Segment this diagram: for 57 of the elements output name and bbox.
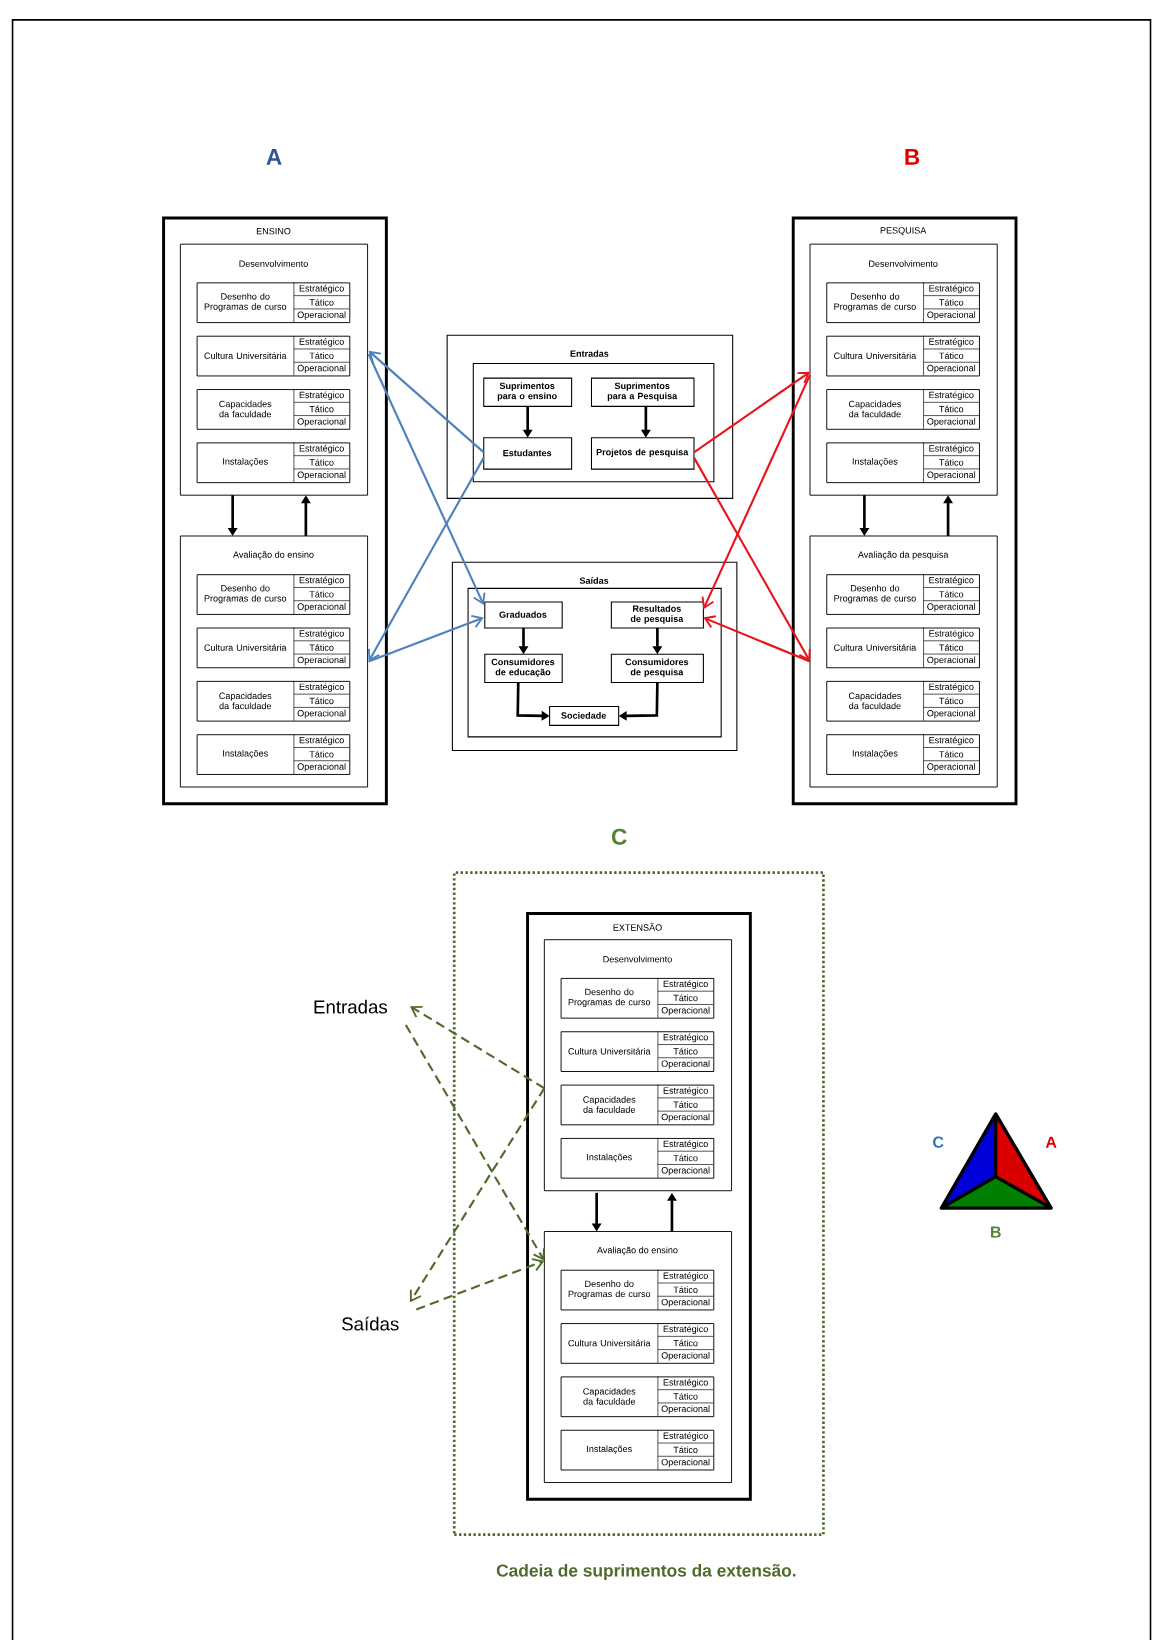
arrow <box>367 353 486 606</box>
triangle-letter: C <box>933 1136 944 1148</box>
section-letter: A <box>266 149 282 165</box>
table-row: Instalações Estratégico Tático Operacional <box>826 733 980 775</box>
table-row: Desenho do Programas de curso Estratégico Tático Operacional <box>196 282 351 324</box>
table-row: Capacidades da faculdade Estratégico Tático Operacional <box>826 388 980 430</box>
side-label: Saídas <box>342 1316 399 1331</box>
arrow <box>409 1087 546 1303</box>
process-box: Consumidores de pesquisa <box>610 653 704 683</box>
table-row: Capacidades da faculdade Estratégico Tático Operacional <box>560 1084 715 1126</box>
arrow <box>368 615 484 663</box>
arrow <box>415 1258 545 1311</box>
arrow <box>693 371 811 454</box>
arrow <box>701 374 812 610</box>
table-row: Capacidades da faculdade Estratégico Tático Operacional <box>826 680 980 722</box>
table-row: Capacidades da faculdade Estratégico Tático Operacional <box>196 680 351 722</box>
process-box: Resultados de pesquisa <box>610 601 704 629</box>
arrow <box>404 1024 545 1261</box>
table-row: Capacidades da faculdade Estratégico Tático Operacional <box>560 1376 715 1418</box>
table-row: Cultura Universitária Estratégico Tático Operacional <box>560 1030 715 1072</box>
process-box: Estudantes <box>483 437 573 470</box>
table-row: Instalações Estratégico Tático Operacional <box>826 442 980 484</box>
inner-box <box>472 362 715 483</box>
table-row: Desenho do Programas de curso Estratégico Tático Operacional <box>826 282 980 324</box>
triangle-letter: B <box>991 1226 1001 1238</box>
process-box: Graduados <box>484 601 563 629</box>
section-letter: B <box>905 149 920 165</box>
table-row: Desenho do Programas de curso Estratégico Tático Operacional <box>560 977 715 1019</box>
caption: Cadeia de suprimentos da extensão. <box>496 1563 796 1581</box>
table-row: Instalações Estratégico Tático Operacional <box>196 733 351 775</box>
arrow <box>368 457 485 662</box>
process-box: Consumidores de educação <box>484 653 563 683</box>
table-row: Desenho do Programas de curso Estratégico Tático Operacional <box>826 573 980 615</box>
table-row: Cultura Universitária Estratégico Tático Operacional <box>196 627 351 669</box>
table-row: Desenho do Programas de curso Estratégico Tático Operacional <box>560 1269 715 1311</box>
table-row: Cultura Universitária Estratégico Tático Operacional <box>826 335 980 377</box>
section-letter: C <box>612 828 627 845</box>
inner-box <box>467 587 722 738</box>
process-box: Projetos de pesquisa <box>591 437 695 470</box>
table-row: Cultura Universitária Estratégico Tático Operacional <box>560 1322 715 1364</box>
arrow <box>368 350 485 454</box>
arrow <box>410 1005 545 1090</box>
side-label: Entradas <box>314 999 388 1014</box>
triangle-letter: A <box>1045 1136 1057 1148</box>
table-row: Desenho do Programas de curso Estratégico Tático Operacional <box>196 573 351 615</box>
arrow <box>693 457 811 662</box>
table-row: Instalações Estratégico Tático Operacional <box>560 1137 715 1179</box>
table-row: Cultura Universitária Estratégico Tático Operacional <box>826 627 980 669</box>
arrow <box>703 615 811 663</box>
process-box: Sociedade <box>549 706 620 726</box>
table-row: Cultura Universitária Estratégico Tático Operacional <box>196 335 351 377</box>
table-row: Capacidades da faculdade Estratégico Tático Operacional <box>196 388 351 430</box>
table-row: Instalações Estratégico Tático Operacional <box>560 1429 715 1471</box>
dotted-frame <box>452 871 825 1536</box>
process-box: Suprimentos para a Pesquisa <box>591 377 695 407</box>
process-box: Suprimentos para o ensino <box>483 377 573 407</box>
table-row: Instalações Estratégico Tático Operacional <box>196 442 351 484</box>
